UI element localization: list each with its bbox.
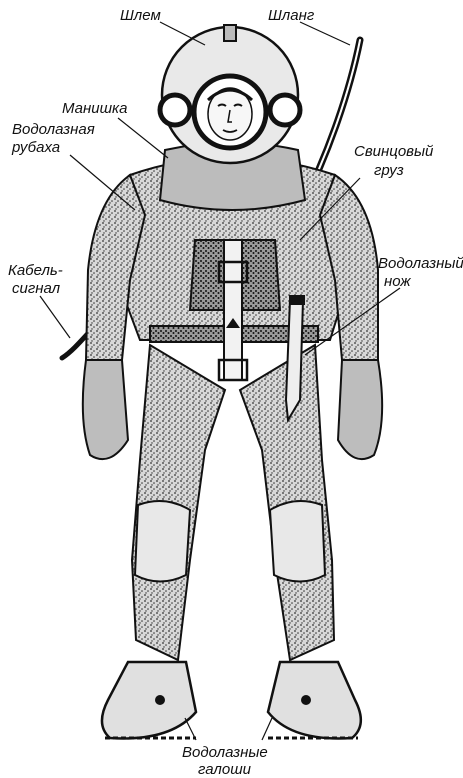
label-diving-knife-line1: Водолазный: [378, 255, 463, 272]
label-lead-weight-line1: Свинцовый: [354, 143, 434, 160]
helmet-side-window-right: [270, 95, 300, 125]
left-knee-pad: [135, 501, 190, 582]
left-glove: [83, 360, 128, 459]
helmet-side-window-left: [160, 95, 190, 125]
right-galosh: [268, 662, 361, 738]
label-diving-shirt-line1: Водолазная: [12, 121, 95, 138]
label-helmet: Шлем: [120, 7, 161, 24]
label-galoshes-line2: галоши: [198, 761, 252, 778]
label-lead-weight-line2: груз: [374, 162, 404, 179]
left-galosh: [102, 662, 196, 738]
right-glove: [338, 360, 382, 459]
label-cable-signal-line1: Кабель-: [8, 262, 63, 279]
label-diving-knife-line2: нож: [384, 273, 411, 290]
label-diving-shirt-line2: рубаха: [11, 139, 60, 156]
right-knee-pad: [270, 501, 325, 582]
label-galoshes-line1: Водолазные: [182, 744, 268, 761]
label-hose: Шланг: [268, 7, 315, 24]
label-cable-signal-line2: сигнал: [12, 280, 61, 297]
label-breastplate: Манишка: [62, 100, 127, 117]
